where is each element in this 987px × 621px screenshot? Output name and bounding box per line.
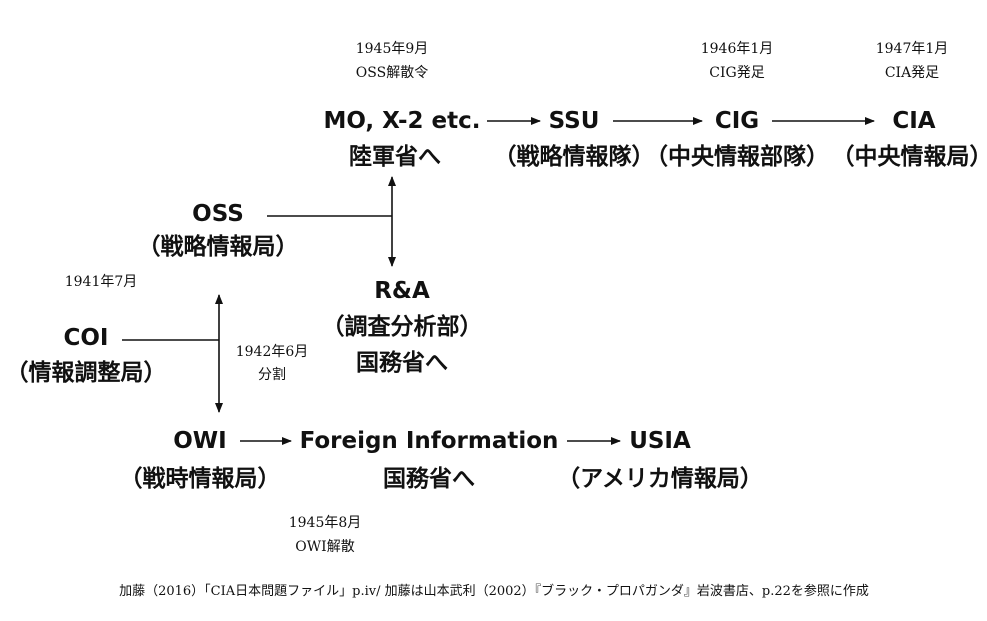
note-split-text: 分割 bbox=[258, 367, 286, 383]
node-ra-sub2: 国務省へ bbox=[356, 350, 448, 376]
note-split-date: 1942年6月 bbox=[235, 344, 309, 360]
node-owi-sub: （戦時情報局） bbox=[119, 466, 281, 492]
node-mo-x2-name: MO, X-2 etc. bbox=[323, 108, 481, 134]
note-cia-start-date: 1947年1月 bbox=[875, 41, 949, 57]
node-oss-sub: （戦略情報局） bbox=[137, 234, 299, 260]
node-foreign-info-name: Foreign Information bbox=[299, 428, 559, 454]
source-citation: 加藤（2016）「CIA日本問題ファイル」p.iv/ 加藤は山本武利（2002）… bbox=[119, 584, 869, 599]
note-owi-dissolve-text: OWI解散 bbox=[295, 539, 355, 555]
node-foreign-info-sub: 国務省へ bbox=[383, 466, 475, 492]
note-owi-dissolve-date: 1945年8月 bbox=[288, 515, 362, 531]
node-usia-sub: （アメリカ情報局） bbox=[557, 466, 763, 492]
node-ssu-sub: （戦略情報隊） bbox=[493, 144, 655, 170]
node-ra-name: R&A bbox=[374, 278, 430, 304]
node-ssu-name: SSU bbox=[548, 108, 600, 134]
node-oss-name: OSS bbox=[192, 201, 244, 227]
node-cia-sub: （中央情報局） bbox=[831, 144, 987, 170]
note-cia-start-text: CIA発足 bbox=[884, 65, 940, 81]
node-cia-name: CIA bbox=[892, 108, 936, 134]
node-usia-name: USIA bbox=[629, 428, 691, 454]
node-cig-name: CIG bbox=[714, 108, 760, 134]
note-cig-start-date: 1946年1月 bbox=[700, 41, 774, 57]
note-cig-start-text: CIG発足 bbox=[709, 65, 765, 81]
note-oss-dissolve-text: OSS解散令 bbox=[355, 65, 429, 81]
node-cig-sub: （中央情報部隊） bbox=[645, 144, 829, 170]
node-coi-sub: （情報調整局） bbox=[5, 360, 167, 386]
node-mo-x2-sub: 陸軍省へ bbox=[349, 144, 441, 170]
node-owi-name: OWI bbox=[173, 428, 227, 454]
note-coi-date: 1941年7月 bbox=[64, 274, 138, 290]
node-coi-name: COI bbox=[63, 325, 109, 351]
node-ra-sub: （調査分析部） bbox=[321, 314, 483, 340]
note-oss-dissolve-date: 1945年9月 bbox=[355, 41, 429, 57]
